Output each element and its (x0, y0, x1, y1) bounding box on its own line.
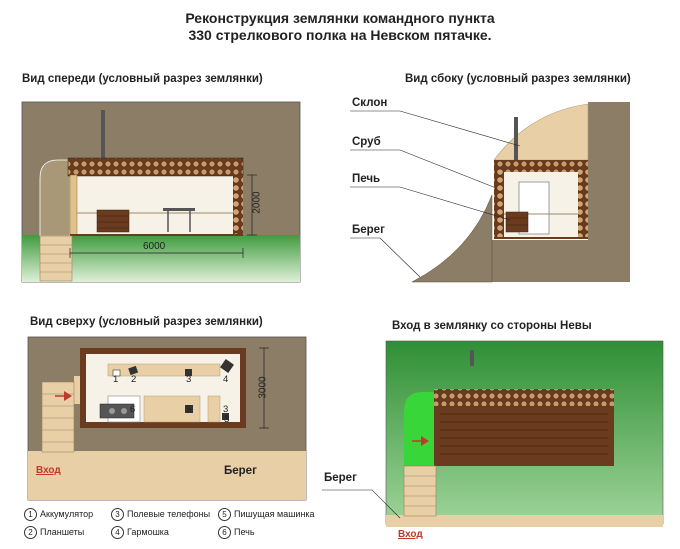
legend-number: 1 (24, 508, 37, 521)
bank-label-side: Берег (352, 224, 385, 236)
title-line-1: Реконструкция землянки командного пункта (185, 10, 495, 26)
marker-2: 2 (131, 374, 137, 385)
front-view-label: Вид спереди (условный разрез землянки) (22, 73, 263, 85)
height-dimension: 2000 (251, 191, 263, 214)
marker-6: 6 (130, 404, 136, 415)
legend-label: Полевые телефоны (127, 509, 211, 519)
legend-label: Пишущая машинка (234, 509, 315, 519)
width-dimension: 6000 (143, 241, 166, 252)
legend-number: 6 (218, 526, 231, 539)
diagram-title: Реконструкция землянки командного пункта… (0, 10, 680, 44)
top-view-label: Вид сверху (условный разрез землянки) (30, 316, 263, 328)
marker-5: 5 (186, 404, 192, 415)
bank-label-entrance: Берег (324, 472, 357, 484)
marker-3c: 3 (224, 414, 230, 425)
legend-label: Печь (234, 527, 255, 537)
front-view (21, 101, 301, 283)
side-view-label: Вид сбоку (условный разрез землянки) (405, 73, 631, 85)
depth-dimension: 3000 (257, 376, 269, 399)
legend-number: 3 (111, 508, 124, 521)
legend-label: Аккумулятор (40, 509, 94, 519)
top-view (27, 336, 307, 501)
title-line-2: 330 стрелкового полка на Невском пятачке… (188, 27, 492, 43)
slope-label: Склон (352, 97, 388, 109)
marker-3a: 3 (186, 374, 192, 385)
legend-number: 4 (111, 526, 124, 539)
bank-label-top: Берег (224, 465, 257, 477)
legend-number: 2 (24, 526, 37, 539)
legend-label: Планшеты (40, 527, 85, 537)
marker-4: 4 (223, 374, 229, 385)
entrance-view-label: Вход в землянку со стороны Невы (392, 320, 592, 332)
log-house-label: Сруб (352, 136, 381, 148)
marker-3b: 3 (223, 404, 229, 415)
legend-number: 5 (218, 508, 231, 521)
legend-label: Гармошка (127, 527, 169, 537)
entrance-label-entrance: Вход (398, 529, 423, 540)
side-view (350, 102, 630, 283)
entrance-view (322, 340, 664, 527)
stove-label: Печь (352, 173, 381, 185)
entrance-label-top: Вход (36, 465, 61, 476)
marker-1: 1 (113, 374, 119, 385)
